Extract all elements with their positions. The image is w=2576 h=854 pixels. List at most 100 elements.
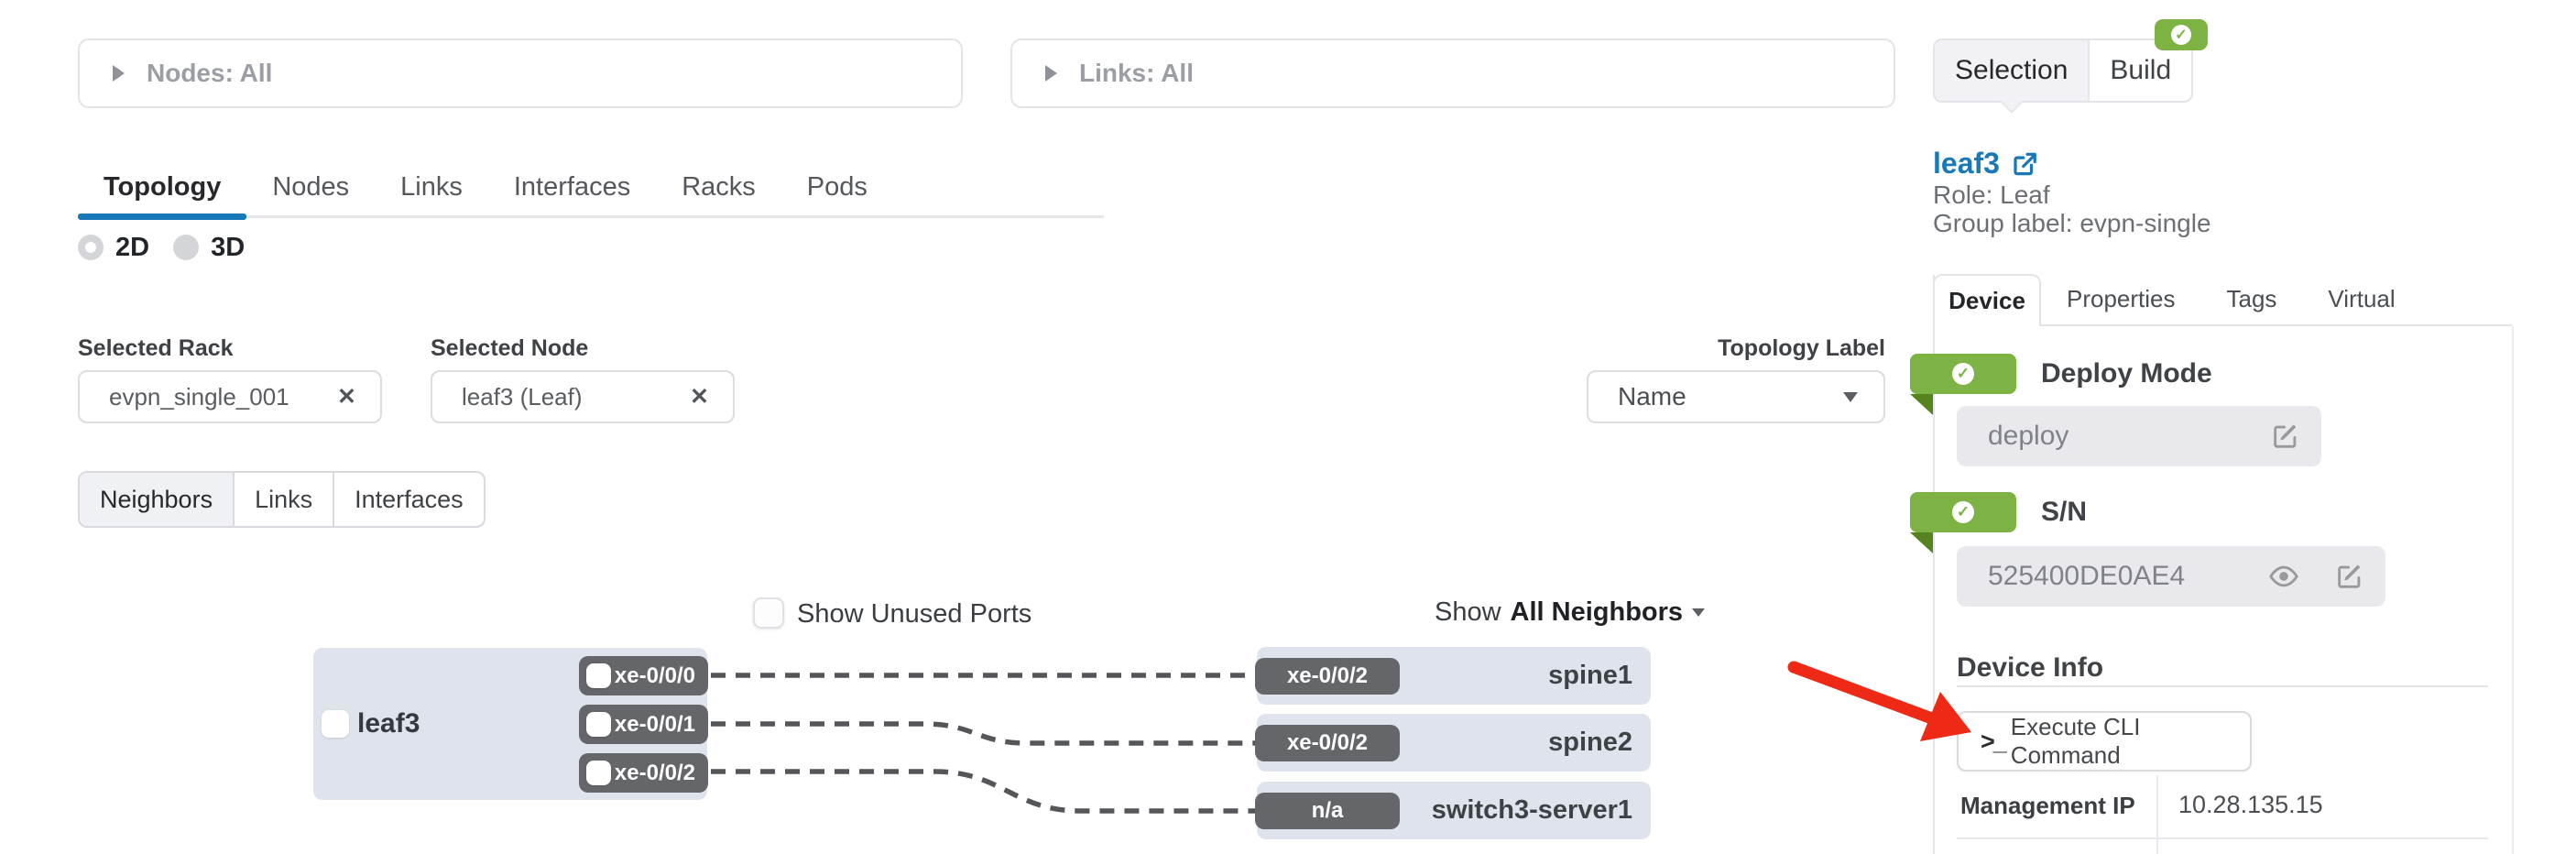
neighbor-switch3-server1[interactable]: n/a switch3-server1: [1255, 782, 1651, 839]
tab-nodes[interactable]: Nodes: [272, 172, 350, 202]
tab-tags[interactable]: Tags: [2226, 285, 2277, 312]
ribbon-fold: [1910, 532, 1933, 553]
port-pill-xe002[interactable]: xe-0/0/2: [579, 753, 708, 793]
execute-cli-label: Execute CLI Command: [2010, 713, 2141, 769]
check-icon: ✓: [2171, 25, 2191, 45]
topology-label-value: Name: [1618, 382, 1686, 411]
check-icon: ✓: [1952, 501, 1974, 523]
neighbor-port-pill: n/a: [1255, 793, 1400, 829]
execute-cli-button[interactable]: >_ Execute CLI Command: [1957, 711, 2252, 772]
neighbor-name: spine1: [1548, 661, 1632, 690]
tab-selection[interactable]: Selection: [1935, 40, 2090, 114]
topology-label-select[interactable]: Name: [1587, 370, 1885, 423]
caret-right-icon: [113, 65, 125, 82]
tab-links[interactable]: Links: [400, 172, 463, 202]
selected-node-input[interactable]: leaf3 (Leaf) ✕: [431, 370, 735, 423]
tab-pods[interactable]: Pods: [806, 172, 868, 202]
tab-properties[interactable]: Properties: [2067, 285, 2176, 312]
ribbon-fold: [1910, 394, 1933, 415]
show-unused-ports-label: Show Unused Ports: [797, 599, 1032, 629]
nodes-filter-label: Nodes: All: [147, 59, 273, 87]
neighbor-port-pill: xe-0/0/2: [1255, 658, 1400, 695]
panel-mode-tabs: Selection Build: [1933, 38, 2194, 114]
clear-node-icon[interactable]: ✕: [690, 384, 709, 410]
selected-node-link[interactable]: leaf3: [1933, 147, 2038, 181]
node-select-checkbox[interactable]: [322, 710, 349, 738]
node-role: Role: Leaf: [1933, 181, 2050, 209]
node-name: leaf3: [357, 708, 420, 739]
info-row-rule: [1957, 838, 2488, 839]
deploy-mode-field: deploy: [1957, 406, 2321, 466]
port-pill-xe000[interactable]: xe-0/0/0: [579, 656, 708, 695]
node-group-label: Group label: evpn-single: [1933, 209, 2211, 237]
sn-field: 525400DE0AE4: [1957, 546, 2385, 607]
device-tabs-underline: [2041, 324, 2512, 326]
port-checkbox[interactable]: [586, 761, 611, 785]
neighbor-spine1[interactable]: xe-0/0/2 spine1: [1255, 647, 1651, 705]
port-pill-xe001[interactable]: xe-0/0/1: [579, 705, 708, 744]
external-link-icon: [2014, 152, 2036, 175]
radio-2d-label: 2D: [115, 232, 150, 262]
selected-node-title: leaf3: [1933, 147, 2000, 180]
tab-selection-label: Selection: [1955, 55, 2068, 85]
tab-interfaces[interactable]: Interfaces: [513, 172, 631, 202]
neighbor-name: switch3-server1: [1431, 795, 1632, 825]
selected-node-value: leaf3 (Leaf): [462, 382, 583, 411]
view-mode-radios: 2D 3D: [78, 231, 268, 264]
management-ip-value: 10.28.135.15: [2178, 791, 2323, 818]
tab-sub-links[interactable]: Links: [235, 473, 335, 526]
neighbor-port-pill: xe-0/0/2: [1255, 725, 1400, 761]
caret-right-icon: [1045, 65, 1057, 82]
device-info-rule: [1957, 685, 2488, 687]
tab-build[interactable]: Build: [2110, 55, 2172, 85]
sn-label: S/N: [2041, 497, 2088, 527]
show-unused-ports-checkbox[interactable]: [753, 597, 784, 629]
active-tab-notch: [1999, 90, 2024, 114]
edit-icon[interactable]: [2334, 561, 2365, 592]
tab-neighbors[interactable]: Neighbors: [80, 473, 235, 526]
node-leaf3[interactable]: leaf3 xe-0/0/0 xe-0/0/1 xe-0/0/2: [313, 648, 708, 800]
clear-rack-icon[interactable]: ✕: [337, 384, 356, 410]
tab-device[interactable]: Device: [1933, 274, 2041, 326]
links-filter-label: Links: All: [1079, 59, 1194, 87]
neighbor-port-label: xe-0/0/2: [1286, 730, 1369, 755]
nodes-filter-box[interactable]: Nodes: All: [78, 38, 963, 108]
sn-value: 525400DE0AE4: [1988, 561, 2186, 591]
detail-tab-bar: Neighbors Links Interfaces: [78, 471, 486, 528]
check-icon: ✓: [1952, 363, 1974, 385]
links-filter-box[interactable]: Links: All: [1010, 38, 1895, 108]
build-status-badge: ✓: [2155, 19, 2208, 50]
tab-racks[interactable]: Racks: [682, 172, 756, 202]
show-neighbors-dropdown[interactable]: Show All Neighbors: [1435, 597, 1706, 628]
terminal-prompt-icon: >_: [1981, 727, 2007, 755]
neighbor-port-label: xe-0/0/2: [1286, 663, 1369, 688]
deploy-status-ribbon: ✓: [1910, 354, 2016, 394]
selected-rack-value: evpn_single_001: [109, 382, 289, 411]
main-tab-bar: Topology Nodes Links Interfaces Racks Po…: [78, 159, 1104, 220]
radio-3d[interactable]: [173, 235, 200, 260]
sn-status-ribbon: ✓: [1910, 492, 2016, 532]
tab-virtual[interactable]: Virtual: [2328, 285, 2396, 312]
port-label: xe-0/0/2: [614, 760, 695, 785]
radio-3d-label: 3D: [211, 232, 246, 262]
eye-icon[interactable]: [2268, 561, 2299, 592]
tab-topology[interactable]: Topology: [78, 159, 247, 220]
port-label: xe-0/0/1: [614, 711, 695, 737]
neighbor-spine2[interactable]: xe-0/0/2 spine2: [1255, 714, 1651, 772]
radio-2d[interactable]: [78, 235, 104, 260]
selected-rack-label: Selected Rack: [78, 335, 234, 361]
chevron-down-icon: [1692, 608, 1706, 617]
edit-icon[interactable]: [2270, 421, 2301, 452]
chevron-down-icon: [1843, 391, 1858, 402]
selected-node-label: Selected Node: [431, 335, 589, 361]
neighbor-port-label: n/a: [1311, 798, 1344, 823]
port-checkbox[interactable]: [586, 712, 611, 737]
management-ip-label: Management IP: [1960, 792, 2135, 819]
port-checkbox[interactable]: [586, 663, 611, 688]
panel-left-border: [1933, 275, 1935, 854]
show-neighbors-value: All Neighbors: [1510, 597, 1684, 627]
deploy-mode-value: deploy: [1988, 421, 2069, 451]
port-label: xe-0/0/0: [614, 662, 695, 688]
selected-rack-input[interactable]: evpn_single_001 ✕: [78, 370, 382, 423]
tab-sub-interfaces[interactable]: Interfaces: [355, 486, 464, 513]
